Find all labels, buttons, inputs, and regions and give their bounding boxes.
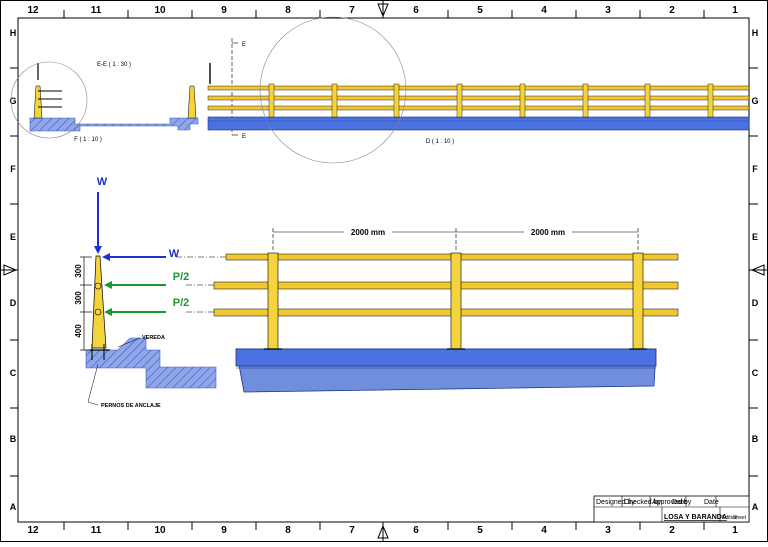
section-ee-view: E-E ( 1 : 30 ) F ( 1 : 10 ): [10, 61, 199, 143]
col-label: 4: [541, 525, 547, 536]
row-label: E: [10, 232, 16, 242]
edition-label: Edition: [722, 515, 738, 521]
detail-d-label: D ( 1 : 10 ): [426, 139, 454, 145]
row-label: H: [10, 28, 17, 38]
main-elevation-view: 2000 mm 2000 mm: [213, 226, 679, 393]
col-label: 7: [349, 525, 355, 536]
row-label: B: [10, 434, 17, 444]
date-value: Date: [672, 499, 687, 506]
checked-by-header: Checked by: [624, 499, 661, 506]
section-post: [91, 255, 107, 349]
col-label: 11: [91, 525, 102, 536]
col-label: 12: [27, 5, 39, 16]
row-label: C: [752, 368, 759, 378]
sheet-label: Sheet: [733, 515, 747, 521]
row-label: C: [10, 368, 17, 378]
col-label: 1: [732, 5, 738, 16]
cut-label-e-bottom: E: [242, 134, 246, 140]
col-label: 8: [285, 5, 291, 16]
title-block: Designed by Checked by Approved by Date …: [593, 495, 750, 523]
section-ee-title: E-E ( 1 : 30 ): [97, 62, 131, 68]
detail-f-circle: [10, 61, 88, 139]
main-posts: [267, 252, 644, 350]
dim-300-top: 300: [74, 264, 83, 278]
top-slab: [207, 116, 750, 131]
top-rail-1: [207, 85, 750, 91]
row-label: B: [752, 434, 759, 444]
col-label: 3: [605, 525, 611, 536]
col-label: 2: [669, 525, 675, 536]
row-markers-right: H G F E D C B A: [751, 28, 758, 512]
main-rail-mid: [213, 281, 679, 290]
col-label: 2: [669, 5, 675, 16]
row-label: H: [752, 28, 759, 38]
row-label: D: [752, 298, 759, 308]
col-label: 9: [221, 5, 227, 16]
designed-by-header: Designed by: [596, 499, 635, 506]
section-load-view: W W P/2 P/2 300 300 400 VEREDA PERNOS DE…: [74, 176, 230, 409]
col-label: 12: [27, 525, 39, 536]
row-label: E: [752, 232, 758, 242]
span-dimension-right: 2000 mm: [531, 228, 565, 237]
col-label: 7: [349, 5, 355, 16]
column-markers-top: 12 11 10 9 8 7 6 5 4 3 2 1: [27, 5, 738, 16]
col-label: 3: [605, 5, 611, 16]
main-post: [267, 252, 279, 350]
detail-f-label: F ( 1 : 10 ): [74, 137, 102, 143]
section-slab: [85, 337, 217, 389]
dim-400-bottom: 400: [74, 324, 83, 338]
load-w-vertical-label: W: [97, 176, 108, 188]
row-label: A: [752, 502, 759, 512]
row-label: G: [751, 96, 758, 106]
col-label: 6: [413, 525, 419, 536]
top-rail-2: [207, 95, 750, 101]
dim-300-mid: 300: [74, 291, 83, 305]
col-label: 6: [413, 5, 419, 16]
row-label: D: [10, 298, 17, 308]
col-label: 5: [477, 525, 483, 536]
row-markers-left: H G F E D C B A: [9, 28, 16, 512]
load-p2-lower-label: P/2: [173, 297, 190, 309]
main-rail-low: [213, 308, 679, 317]
drawing-title: LOSA Y BARANDA: [664, 514, 727, 521]
section-ee-slab: [29, 117, 199, 132]
row-label: G: [9, 96, 16, 106]
col-label: 9: [221, 525, 227, 536]
col-label: 10: [154, 5, 166, 16]
date-header: Date: [704, 499, 719, 506]
row-label: F: [752, 164, 758, 174]
main-post: [632, 252, 644, 350]
load-p2-upper-label: P/2: [173, 271, 190, 283]
col-label: 5: [477, 5, 483, 16]
vereda-label: VEREDA: [142, 335, 165, 341]
column-ticks: [63, 10, 705, 530]
col-label: 11: [91, 5, 102, 16]
col-label: 8: [285, 525, 291, 536]
row-label: A: [10, 502, 17, 512]
row-label: F: [10, 164, 16, 174]
load-w-horizontal-label: W: [169, 248, 180, 260]
main-post: [450, 252, 462, 350]
col-label: 10: [154, 525, 166, 536]
pernos-label: PERNOS DE ANCLAJE: [101, 403, 161, 409]
section-ee-post-left: [33, 85, 43, 119]
approved-by-header: Approved by: [652, 499, 692, 506]
top-posts: [268, 83, 714, 118]
span-dimension-left: 2000 mm: [351, 228, 385, 237]
col-label: 1: [732, 525, 738, 536]
col-label: 4: [541, 5, 547, 16]
detail-d-circle: [259, 16, 407, 164]
column-markers-bottom: 12 11 10 9 8 7 6 5 4 3 2 1: [27, 525, 738, 536]
cut-label-e-top: E: [242, 42, 246, 48]
row-ticks: [10, 67, 758, 477]
top-elevation-view: E E D ( 1 : 10 ): [207, 16, 750, 164]
section-ee-post-right: [187, 85, 197, 119]
top-rail-3: [207, 105, 750, 111]
main-slab-top: [235, 348, 657, 367]
